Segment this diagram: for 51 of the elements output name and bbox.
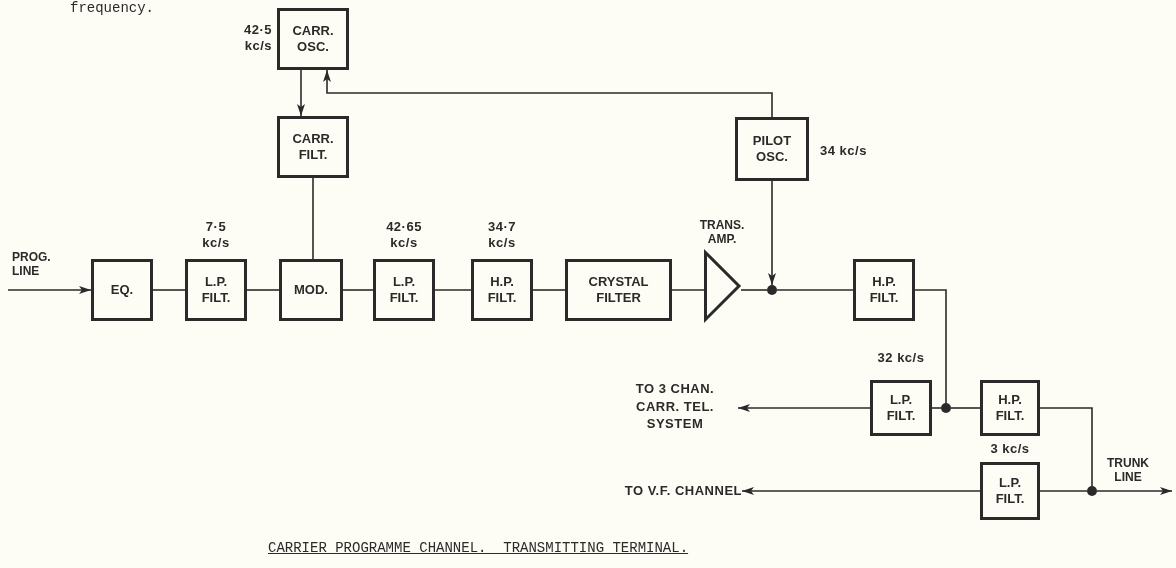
frequency-label: 42·5 kc/s <box>242 22 272 54</box>
block-box: L.P. FILT. <box>185 259 247 321</box>
frequency-label: 34 kc/s <box>820 143 868 159</box>
signal-line <box>1039 490 1088 492</box>
block-box: L.P. FILT. <box>870 380 932 436</box>
block-box: H.P. FILT. <box>853 259 915 321</box>
frequency-label: 7·5 kc/s <box>201 219 231 251</box>
signal-line <box>1039 407 1093 487</box>
arrow <box>768 180 776 286</box>
signal-line <box>931 407 942 409</box>
block-box: PILOT OSC. <box>735 117 809 181</box>
destination-label: TO V.F. CHANNEL <box>566 482 742 500</box>
arrow <box>297 69 305 117</box>
signal-line <box>950 407 981 409</box>
signal-line <box>312 177 314 260</box>
frequency-label: 42·65 kc/s <box>385 219 423 251</box>
signal-line <box>246 289 280 291</box>
junction-dot <box>767 285 777 295</box>
arrow <box>1096 487 1173 495</box>
block-box: CARR. OSC. <box>277 8 349 70</box>
block-box: L.P. FILT. <box>373 259 435 321</box>
junction-dot <box>1087 486 1097 496</box>
destination-label: TO 3 CHAN. CARR. TEL. SYSTEM <box>612 380 738 433</box>
block-box: CRYSTAL FILTER <box>565 259 672 321</box>
block-box: H.P. FILT. <box>471 259 533 321</box>
arrow <box>323 69 773 118</box>
block-box: L.P. FILT. <box>980 462 1040 520</box>
signal-line <box>740 289 768 291</box>
arrow <box>737 404 871 412</box>
caption: CARRIER PROGRAMME CHANNEL. TRANSMITTING TERMINAL. <box>268 540 689 556</box>
signal-line <box>914 289 947 404</box>
signal-line <box>434 289 472 291</box>
block-box: EQ. <box>91 259 153 321</box>
block-box: CARR. FILT. <box>277 116 349 178</box>
output-label: TRUNK LINE <box>1106 456 1150 485</box>
arrow <box>741 487 981 495</box>
block-box: H.P. FILT. <box>980 380 1040 436</box>
amplifier-label: TRANS. AMP. <box>698 218 746 247</box>
signal-line <box>532 289 566 291</box>
note-text: frequency. <box>70 0 154 16</box>
signal-line <box>342 289 374 291</box>
signal-line <box>671 289 706 291</box>
block-box: MOD. <box>279 259 343 321</box>
signal-line <box>776 289 854 291</box>
frequency-label: 34·7 kc/s <box>487 219 517 251</box>
junction-dot <box>941 403 951 413</box>
signal-line <box>152 289 186 291</box>
frequency-label: 3 kc/s <box>989 441 1031 457</box>
frequency-label: 32 kc/s <box>876 350 926 366</box>
input-label: PROG. LINE <box>12 250 52 279</box>
arrow <box>7 286 92 294</box>
